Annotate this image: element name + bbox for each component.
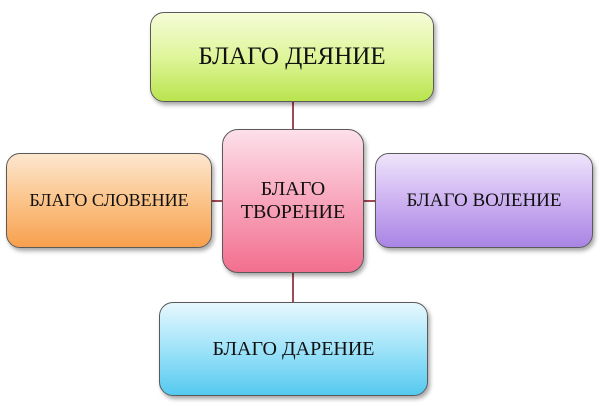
node-left-label: БЛАГО СЛОВЕНИЕ [29,190,189,211]
node-blago-volenie: БЛАГО ВОЛЕНИЕ [375,153,593,248]
node-blago-deyanie: БЛАГО ДЕЯНИЕ [150,12,434,102]
node-blago-slovenie: БЛАГО СЛОВЕНИЕ [6,153,212,248]
node-top-label: БЛАГО ДЕЯНИЕ [198,42,386,70]
node-right-label: БЛАГО ВОЛЕНИЕ [406,189,562,211]
node-blago-tvorenie: БЛАГО ТВОРЕНИЕ [222,129,364,273]
node-center-label-line1: БЛАГО [260,178,326,200]
node-center-label-line2: ТВОРЕНИЕ [240,201,346,223]
node-blago-darenie: БЛАГО ДАРЕНИЕ [159,302,428,396]
node-bottom-label: БЛАГО ДАРЕНИЕ [212,337,375,360]
